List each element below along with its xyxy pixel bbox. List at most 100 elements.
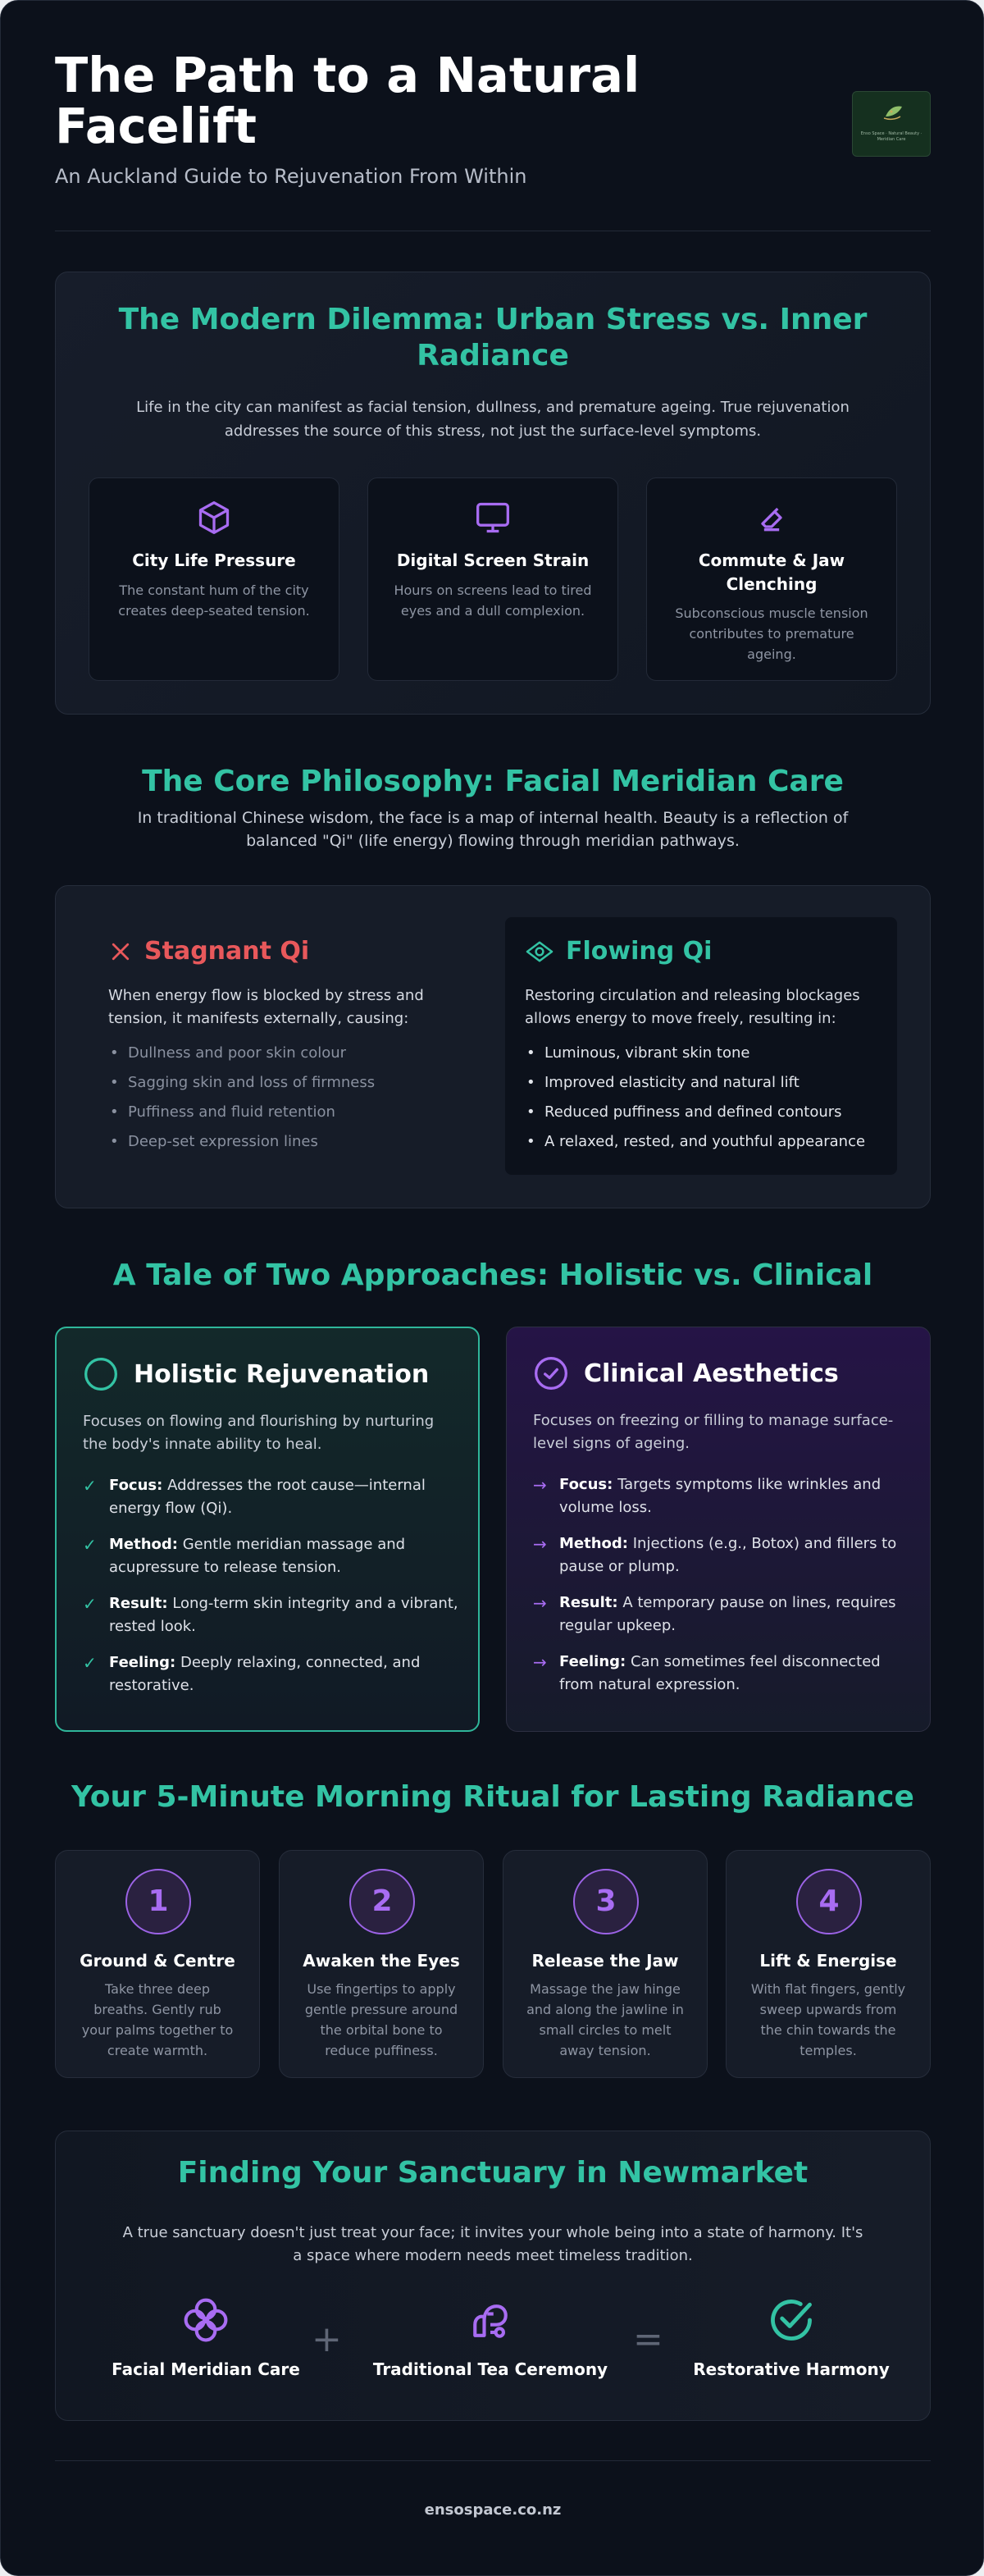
eye-icon bbox=[526, 941, 554, 961]
logo-text: Enso Space · Natural Beauty · Meridian C… bbox=[860, 131, 922, 142]
cross-icon bbox=[112, 943, 130, 960]
list-item: →Feeling: Can sometimes feel disconnecte… bbox=[533, 1652, 881, 1693]
footer-divider bbox=[55, 2460, 931, 2461]
holistic-title: Holistic Rejuvenation bbox=[134, 1359, 430, 1389]
flowing-qi-panel: Flowing Qi Restoring circulation and rel… bbox=[505, 917, 897, 1175]
dilemma-card-text: Hours on screens lead to tired eyes and … bbox=[394, 582, 592, 619]
list-item: ✓Result: Long-term skin integrity and a … bbox=[83, 1594, 458, 1635]
holistic-list: ✓Focus: Addresses the root cause—interna… bbox=[83, 1474, 458, 1710]
sanctuary-item-label: Restorative Harmony bbox=[693, 2359, 890, 2379]
sanctuary-description: A true sanctuary doesn't just treat your… bbox=[122, 2224, 863, 2264]
list-item: Reduced puffiness and defined contours bbox=[525, 1098, 889, 1127]
step-number: 3 bbox=[573, 1869, 639, 1934]
page-subtitle: An Auckland Guide to Rejuvenation From W… bbox=[55, 165, 527, 188]
page-title: The Path to a Natural Facelift bbox=[55, 47, 640, 154]
stagnant-qi-text: When energy flow is blocked by stress an… bbox=[108, 987, 424, 1027]
ritual-step: 2 Awaken the Eyes Use fingertips to appl… bbox=[279, 1850, 484, 2078]
list-item: ✓Feeling: Deeply relaxing, connected, an… bbox=[83, 1653, 421, 1694]
ritual-title: Your 5-Minute Morning Ritual for Lasting… bbox=[71, 1780, 914, 1814]
clinical-title: Clinical Aesthetics bbox=[584, 1359, 839, 1388]
philosophy-title: The Core Philosophy: Facial Meridian Car… bbox=[142, 765, 844, 798]
flowing-qi-list: Luminous, vibrant skin tone Improved ela… bbox=[525, 1039, 889, 1157]
sanctuary-item: Facial Meridian Care bbox=[93, 2295, 318, 2379]
check-icon: ✓ bbox=[83, 1535, 97, 1555]
step-text: Use fingertips to apply gentle pressure … bbox=[304, 1981, 458, 2058]
approaches-title: A Tale of Two Approaches: Holistic vs. C… bbox=[112, 1258, 873, 1292]
step-number: 2 bbox=[349, 1869, 415, 1934]
dilemma-card-title: Digital Screen Strain bbox=[396, 550, 590, 570]
stagnant-qi-list: Dullness and poor skin colour Sagging sk… bbox=[108, 1039, 474, 1157]
step-title: Ground & Centre bbox=[80, 1951, 235, 1971]
dilemma-description: Life in the city can manifest as facial … bbox=[136, 399, 850, 440]
arrow-right-icon: → bbox=[533, 1475, 547, 1495]
list-item: ✓Focus: Addresses the root cause—interna… bbox=[83, 1476, 426, 1517]
equals-sign: = bbox=[633, 2318, 663, 2360]
flowing-qi-title: Flowing Qi bbox=[566, 937, 713, 966]
dilemma-title: The Modern Dilemma: Urban Stress vs. Inn… bbox=[118, 303, 868, 372]
list-item: Deep-set expression lines bbox=[108, 1127, 474, 1157]
holistic-description: Focuses on flowing and flourishing by nu… bbox=[83, 1413, 435, 1453]
arrow-right-icon: → bbox=[533, 1593, 547, 1613]
check-icon: ✓ bbox=[83, 1594, 97, 1614]
cube-icon bbox=[198, 501, 230, 534]
dilemma-card-title: Commute & Jaw Clenching bbox=[698, 550, 845, 594]
check-icon: ✓ bbox=[83, 1476, 97, 1496]
list-item: ✓Method: Gentle meridian massage and acu… bbox=[83, 1535, 406, 1576]
list-item: →Result: A temporary pause on lines, req… bbox=[533, 1593, 896, 1634]
dilemma-card: Digital Screen Strain Hours on screens l… bbox=[367, 477, 618, 681]
list-item: Luminous, vibrant skin tone bbox=[525, 1039, 889, 1068]
teapot-icon bbox=[473, 2304, 508, 2338]
list-item: Improved elasticity and natural lift bbox=[525, 1068, 889, 1098]
interlocking-rings-icon bbox=[184, 2298, 228, 2342]
list-item: Puffiness and fluid retention bbox=[108, 1098, 474, 1127]
flowing-qi-text: Restoring circulation and releasing bloc… bbox=[525, 987, 860, 1027]
dilemma-card-text: Subconscious muscle tension contributes … bbox=[675, 605, 868, 662]
holistic-card: Holistic Rejuvenation Focuses on flowing… bbox=[55, 1327, 480, 1732]
leaf-icon bbox=[883, 106, 902, 121]
qi-comparison: Stagnant Qi When energy flow is blocked … bbox=[55, 885, 931, 1208]
step-text: Massage the jaw hinge and along the jawl… bbox=[526, 1981, 684, 2058]
check-circle-icon bbox=[535, 1357, 567, 1390]
step-number: 4 bbox=[796, 1869, 862, 1934]
sanctuary-item: Restorative Harmony bbox=[684, 2295, 899, 2379]
clinical-description: Focuses on freezing or filling to manage… bbox=[533, 1412, 894, 1452]
stagnant-qi-title: Stagnant Qi bbox=[144, 937, 310, 966]
sanctuary-item: Traditional Tea Ceremony bbox=[367, 2295, 613, 2379]
brand-logo: Enso Space · Natural Beauty · Meridian C… bbox=[852, 91, 931, 157]
footer-website: ensospace.co.nz bbox=[424, 2501, 562, 2519]
ritual-step: 3 Release the Jaw Massage the jaw hinge … bbox=[503, 1850, 708, 2078]
step-number: 1 bbox=[125, 1869, 191, 1934]
ritual-step: 1 Ground & Centre Take three deep breath… bbox=[55, 1850, 260, 2078]
dilemma-section: The Modern Dilemma: Urban Stress vs. Inn… bbox=[55, 272, 931, 715]
arrow-right-icon: → bbox=[533, 1534, 547, 1554]
list-item: A relaxed, rested, and youthful appearan… bbox=[525, 1127, 889, 1157]
clinical-card: Clinical Aesthetics Focuses on freezing … bbox=[506, 1327, 931, 1732]
sanctuary-section: Finding Your Sanctuary in Newmarket A tr… bbox=[55, 2131, 931, 2421]
circle-icon bbox=[84, 1358, 117, 1391]
philosophy-description: In traditional Chinese wisdom, the face … bbox=[137, 809, 849, 850]
sanctuary-item-label: Facial Meridian Care bbox=[112, 2359, 300, 2379]
dilemma-card: Commute & Jaw Clenching Subconscious mus… bbox=[646, 477, 897, 681]
dilemma-card-title: City Life Pressure bbox=[132, 550, 296, 570]
step-title: Lift & Energise bbox=[759, 1951, 897, 1971]
step-title: Release the Jaw bbox=[531, 1951, 679, 1971]
monitor-icon bbox=[476, 502, 509, 533]
arrow-right-icon: → bbox=[533, 1652, 547, 1672]
ritual-step: 4 Lift & Energise With flat fingers, gen… bbox=[726, 1850, 931, 2078]
check-icon: ✓ bbox=[83, 1653, 97, 1673]
sanctuary-title: Finding Your Sanctuary in Newmarket bbox=[177, 2156, 809, 2190]
list-item: Dullness and poor skin colour bbox=[108, 1039, 474, 1068]
dilemma-card-text: The constant hum of the city creates dee… bbox=[118, 582, 310, 619]
check-circle-icon bbox=[771, 2300, 812, 2341]
step-title: Awaken the Eyes bbox=[303, 1951, 460, 1971]
step-text: With flat fingers, gently sweep upwards … bbox=[750, 1981, 906, 2058]
step-text: Take three deep breaths. Gently rub your… bbox=[81, 1981, 234, 2058]
list-item: →Focus: Targets symptoms like wrinkles a… bbox=[533, 1475, 882, 1516]
list-item: →Method: Injections (e.g., Botox) and fi… bbox=[533, 1534, 897, 1575]
sanctuary-item-label: Traditional Tea Ceremony bbox=[372, 2359, 608, 2379]
plus-sign: + bbox=[312, 2318, 342, 2360]
list-item: Sagging skin and loss of firmness bbox=[108, 1068, 474, 1098]
eraser-icon bbox=[761, 507, 782, 532]
clinical-list: →Focus: Targets symptoms like wrinkles a… bbox=[533, 1473, 910, 1710]
